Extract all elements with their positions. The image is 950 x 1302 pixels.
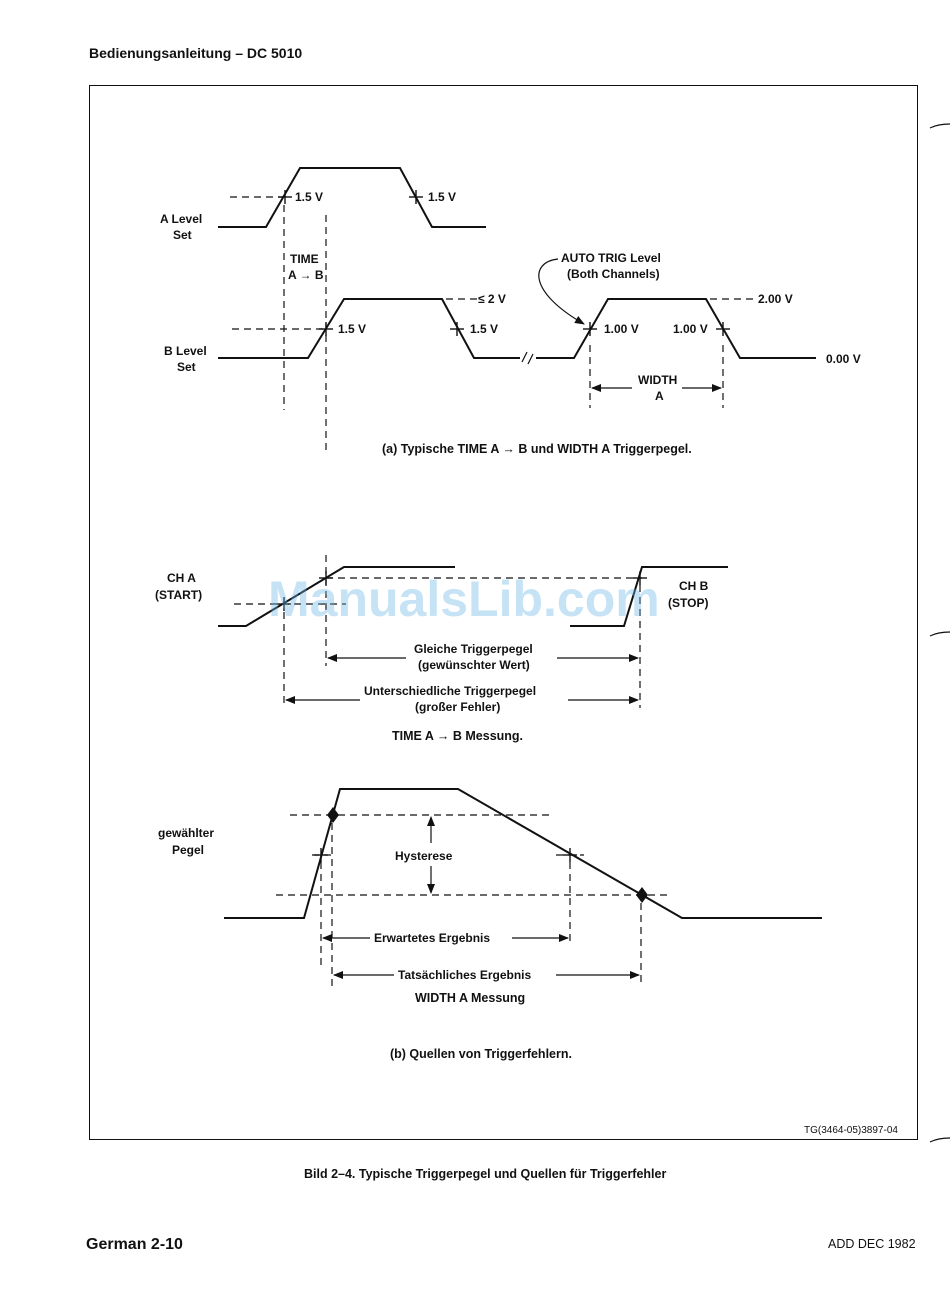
expected-label: Erwartetes Ergebnis — [374, 931, 490, 945]
figure-caption: Bild 2–4. Typische Triggerpegel und Quel… — [304, 1167, 667, 1181]
actual-label: Tatsächliches Ergebnis — [398, 968, 531, 982]
time-label-2: A → B — [288, 268, 324, 282]
ch-b-label-2: (STOP) — [668, 596, 708, 610]
axis-break-icon — [521, 351, 534, 365]
selected-level-label-1: gewählter — [158, 826, 214, 840]
ch-a-label-1: CH A — [167, 571, 196, 585]
drawing-reference: TG(3464-05)3897-04 — [804, 1125, 898, 1136]
panel-a: 1.5 V 1.5 V A Level Set TIME A → B 1.5 V… — [160, 167, 861, 456]
hysteresis-waveform — [224, 788, 822, 919]
panel-a-caption: (a) Typische TIME A → B und WIDTH A Trig… — [382, 442, 692, 456]
footer-date: ADD DEC 1982 — [828, 1237, 916, 1251]
b-max-label: ≤ 2 V — [478, 292, 506, 306]
ch-a-label-2: (START) — [155, 588, 202, 602]
panel-b: Hysterese gewählter Pegel Erwartetes Erg… — [158, 788, 822, 1061]
panel-b-caption: (b) Quellen von Triggerfehlern. — [390, 1047, 572, 1061]
upper-trigger-diamond — [327, 807, 339, 823]
width-measure-caption: WIDTH A Messung — [415, 991, 525, 1005]
auto-trig-waveform — [536, 298, 816, 359]
auto-max-label: 2.00 V — [758, 292, 793, 306]
time-label-1: TIME — [290, 252, 319, 266]
auto-rise-label: 1.00 V — [604, 322, 639, 336]
b-fall-label: 1.5 V — [470, 322, 498, 336]
b-set-label: Set — [177, 360, 196, 374]
auto-min-label: 0.00 V — [826, 352, 861, 366]
ch-a-waveform — [218, 566, 455, 627]
diff-label-1: Unterschiedliche Triggerpegel — [364, 684, 536, 698]
width-label-2: A — [655, 389, 664, 403]
equal-label-2: (gewünschter Wert) — [418, 658, 530, 672]
panel-time-caption: TIME A → B Messung. — [392, 729, 523, 743]
auto-trig-pointer — [538, 258, 585, 325]
auto-fall-label: 1.00 V — [673, 322, 708, 336]
panel-time: CH A (START) CH B (STOP) Gleiche Trigger… — [155, 555, 728, 743]
ch-b-waveform — [570, 566, 728, 627]
equal-label-1: Gleiche Triggerpegel — [414, 642, 533, 656]
a-fall-label: 1.5 V — [428, 190, 456, 204]
figure-frame — [89, 85, 918, 1140]
watermark: ManualsLib.com — [268, 571, 660, 627]
b-signal-waveform — [218, 298, 520, 359]
selected-level-label-2: Pegel — [172, 843, 204, 857]
lower-trigger-diamond — [636, 887, 648, 903]
a-signal-waveform — [218, 167, 486, 228]
width-label-1: WIDTH — [638, 373, 677, 387]
a-level-label: A Level — [160, 212, 202, 226]
ch-b-label-1: CH B — [679, 579, 709, 593]
a-rise-label: 1.5 V — [295, 190, 323, 204]
b-level-label: B Level — [164, 344, 207, 358]
b-rise-label: 1.5 V — [338, 322, 366, 336]
hysteresis-label: Hysterese — [395, 849, 453, 863]
edge-mark — [929, 123, 950, 129]
auto-trig-label-1: AUTO TRIG Level — [561, 251, 661, 265]
footer-page-number: German 2-10 — [86, 1236, 183, 1253]
a-set-label: Set — [173, 228, 192, 242]
diff-label-2: (großer Fehler) — [415, 700, 500, 714]
page-header: Bedienungsanleitung – DC 5010 — [89, 45, 303, 61]
auto-trig-label-2: (Both Channels) — [567, 267, 660, 281]
